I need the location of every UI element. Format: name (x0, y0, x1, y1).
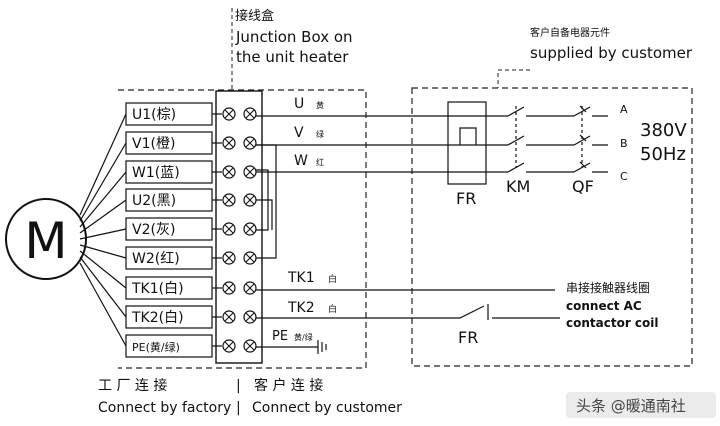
terminal-screw-icon (222, 251, 236, 265)
footer-divider: | (236, 378, 241, 394)
thermal-label-1: TK1 (287, 270, 315, 286)
phase-c: C (620, 170, 628, 183)
terminal-screw-icon (222, 165, 236, 179)
terminal-screw-icon (243, 222, 257, 236)
factory-terminal-label: V2(灰) (132, 222, 175, 238)
supply-wire-color: 红 (316, 157, 324, 167)
terminal-screw-icon (222, 107, 236, 121)
junction-box-title-cn: 接线盒 (235, 8, 274, 24)
fr-label: FR (456, 189, 476, 208)
motor-lead (79, 256, 127, 318)
customer-title-en: supplied by customer (530, 44, 693, 62)
phase-b: B (620, 137, 628, 150)
factory-terminal-label: V1(橙) (132, 136, 175, 152)
watermark: 头条 @暖通南社 (566, 392, 716, 418)
ground-symbol (256, 340, 327, 354)
factory-terminal-labels: U1(棕) V1(橙) W1(蓝) U2(黑) V2(灰) W2(红) TK1(白) TK2(… (125, 102, 222, 358)
supply-wire-label: U (294, 96, 304, 112)
terminal-screw-icon (222, 136, 236, 150)
factory-terminal-label: W2(红) (132, 251, 180, 267)
thermal-mark-1: 白 (328, 273, 337, 285)
supply-wire-label: W (294, 153, 308, 169)
pe-mark: 黄/绿 (294, 332, 313, 342)
factory-terminal-label: U2(黑) (132, 193, 176, 209)
terminal-screw-icon (222, 281, 236, 295)
supply-wire-label: V (294, 125, 304, 141)
coil-note-en-1: connect AC (566, 299, 642, 313)
terminal-screw-icon (222, 193, 236, 207)
motor-lead (79, 113, 127, 216)
watermark-text: 头条 @暖通南社 (576, 397, 686, 415)
coil-note-en-2: contactor coil (566, 316, 659, 330)
motor-lead (79, 228, 127, 240)
motor-lead (79, 250, 127, 289)
terminal-block (215, 90, 263, 364)
pe-label: PE (272, 329, 288, 344)
motor-lead (79, 142, 127, 222)
terminal-screw-icon (243, 281, 257, 295)
terminal-screw-icon (243, 339, 257, 353)
motor-circle (5, 198, 87, 280)
terminal-screw-icon (243, 310, 257, 324)
factory-terminal-label: TK1(白) (131, 281, 184, 297)
terminal-screw-icon (243, 251, 257, 265)
factory-terminal-label: W1(蓝) (132, 165, 180, 181)
footer-customer-en: Connect by customer (252, 400, 402, 416)
motor-leads (79, 113, 127, 347)
terminal-screw-icon (243, 165, 257, 179)
supply-wire-color: 黄 (316, 100, 324, 110)
motor-lead (79, 244, 127, 259)
terminal-screws (222, 107, 257, 353)
terminal-screw-icon (222, 310, 236, 324)
motor-lead (79, 171, 127, 228)
fr-contact-label: FR (458, 328, 478, 347)
phase-a: A (620, 103, 628, 116)
terminal-screw-icon (243, 193, 257, 207)
factory-terminal-label: PE(黄/绿) (132, 340, 180, 354)
qf-label: QF (572, 177, 594, 196)
contactor-km (507, 106, 526, 175)
supply-frequency: 50Hz (640, 144, 686, 165)
thermal-mark-2: 白 (328, 303, 337, 315)
supply-wires (256, 115, 608, 173)
motor-lead (79, 262, 127, 347)
customer-title-cn: 客户自备电器元件 (530, 26, 610, 39)
supply-voltage: 380V (640, 120, 687, 141)
footer-divider-2: | (236, 400, 241, 416)
terminal-screw-icon (222, 222, 236, 236)
breaker-qf (573, 105, 592, 175)
junction-box-outline (118, 89, 367, 369)
factory-terminal-label: TK2(白) (131, 310, 184, 326)
terminal-bridges (256, 144, 277, 259)
footer-customer-cn: 客 户 连 接 (254, 377, 323, 394)
supply-wire-color: 绿 (316, 130, 324, 139)
customer-box-outline (411, 87, 693, 367)
thermal-label-2: TK2 (287, 300, 315, 316)
junction-box-title-en-2: the unit heater (236, 48, 349, 66)
footer-factory-en: Connect by factory (98, 400, 231, 416)
motor-lead (79, 199, 127, 234)
coil-note-cn: 串接接触器线圈 (566, 280, 650, 295)
terminal-screw-icon (243, 107, 257, 121)
footer-factory-cn: 工 厂 连 接 (98, 377, 167, 394)
km-label: KM (506, 177, 530, 196)
factory-terminal-label: U1(棕) (132, 107, 176, 123)
junction-box-title-en-1: Junction Box on (235, 28, 353, 46)
thermal-wires (256, 289, 560, 320)
terminal-screw-icon (222, 339, 236, 353)
thermal-relay-fr (447, 101, 487, 185)
motor-label: M (24, 212, 67, 270)
terminal-screw-icon (243, 136, 257, 150)
customer-title-leader (497, 69, 530, 88)
